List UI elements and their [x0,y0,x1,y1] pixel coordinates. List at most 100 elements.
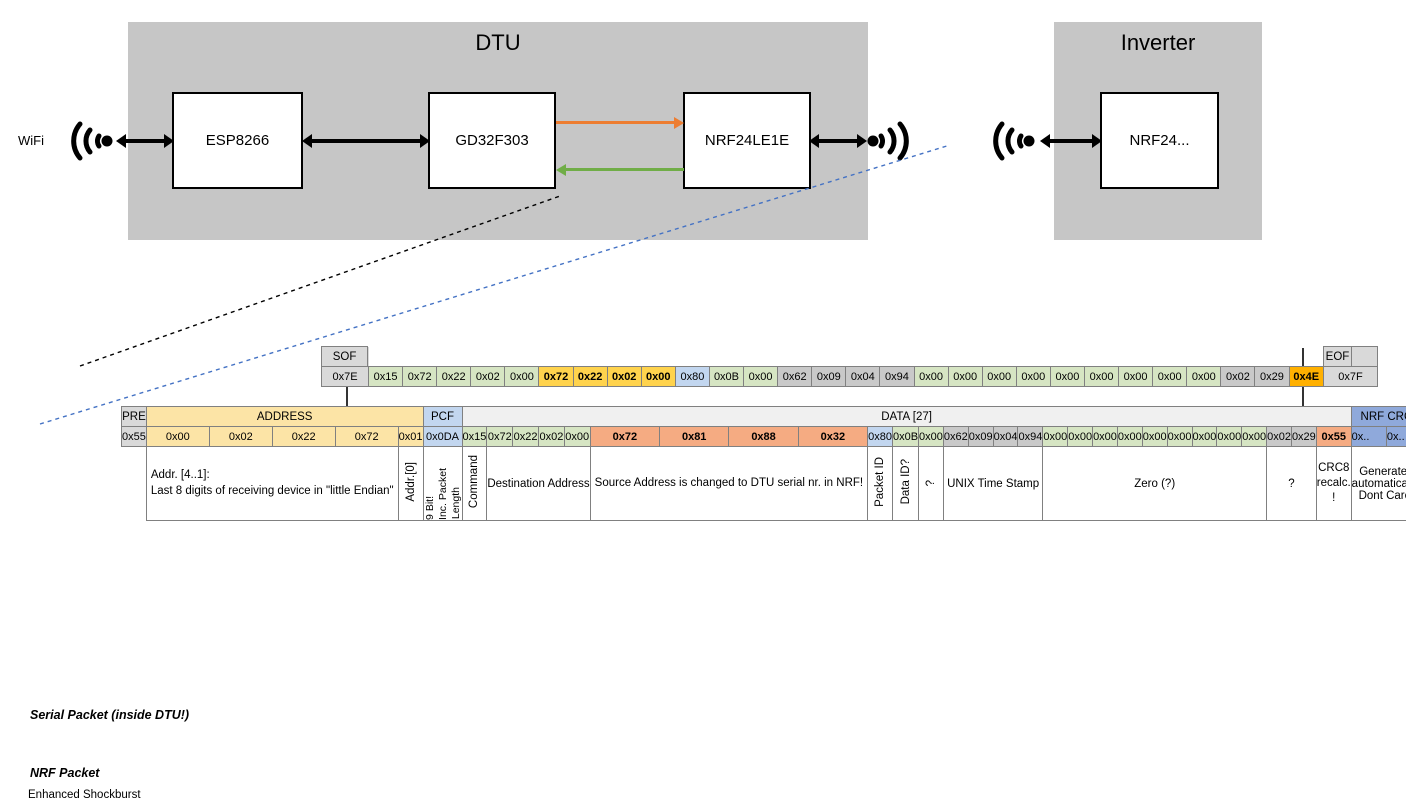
chip-esp8266-label: ESP8266 [206,132,269,149]
nrf-address-byte-3: 0x72 [335,427,398,447]
serial-packet-label: Serial Packet (inside DTU!) [30,708,189,722]
serial-byte-24: 0x00 [1187,367,1221,387]
arrow-esp8266-to-gd32f303 [302,134,430,148]
chip-nrf24-inverter-label: NRF24... [1129,132,1189,149]
ann-question: ? [1267,447,1317,521]
ann-pcf: 9 Bit! Inc. Packet Length [423,447,462,521]
nrf-data-byte-1: 0x72 [487,427,513,447]
serial-byte-6: 0x22 [573,367,607,387]
ann-pre-blank [122,447,147,521]
nrf-address-byte-2: 0x22 [272,427,335,447]
ann-address-note: Addr. [4..1]:Last 8 digits of receiving … [146,447,398,521]
serial-byte-4: 0x00 [505,367,539,387]
serial-byte-8: 0x00 [641,367,675,387]
ann-pcf-inc: Inc. Packet [437,468,449,520]
serial-byte-5: 0x72 [539,367,573,387]
ann-pcf-bit: 9 Bit! [424,496,436,520]
serial-eof-value: 0x7F [1324,367,1378,387]
ann-destination-address: Destination Address [487,447,590,521]
nrf-data-byte-11: 0x00 [919,427,944,447]
serial-sof-header: SOF [322,347,368,367]
serial-byte-13: 0x09 [812,367,846,387]
nrf-data-byte-5: 0x72 [590,427,659,447]
arrow-wifi-to-esp8266 [116,134,174,148]
nrf-data-byte-4: 0x00 [564,427,590,447]
serial-byte-14: 0x04 [846,367,880,387]
chip-esp8266: ESP8266 [172,92,303,189]
inverter-rf-antenna-icon [988,118,1036,164]
dtu-title: DTU [128,30,868,56]
serial-byte-10: 0x0B [709,367,743,387]
serial-byte-2: 0x22 [437,367,471,387]
nrf-crc-byte-0: 0x.. [1351,427,1386,447]
serial-sof-value: 0x7E [322,367,369,387]
nrf-packet-table: PRE ADDRESS PCF DATA [27] NRF CRC 0x55 0… [121,406,1406,521]
chip-gd32f303: GD32F303 [428,92,556,189]
serial-header-row: SOF EOF [322,347,1378,367]
nrf-address-byte-1: 0x02 [209,427,272,447]
nrf-header-row: PRE ADDRESS PCF DATA [27] NRF CRC [122,407,1406,427]
nrf-data-byte-3: 0x02 [538,427,564,447]
nrf-address-byte-4: 0x01 [398,427,423,447]
serial-byte-7: 0x02 [607,367,641,387]
chip-nrf24-inverter: NRF24... [1100,92,1219,189]
serial-byte-9: 0x80 [675,367,709,387]
serial-byte-25: 0x02 [1221,367,1255,387]
ann-data-id-text: Data ID? [900,459,912,504]
nrf-data-byte-23: 0x00 [1217,427,1242,447]
nrf-pre-value: 0x55 [122,427,147,447]
nrf-data-byte-0: 0x15 [462,427,487,447]
serial-byte-3: 0x02 [471,367,505,387]
ann-data-id: Data ID? [892,447,918,521]
serial-eof-header-spacer [1352,347,1378,367]
inverter-title: Inverter [1054,30,1262,56]
serial-byte-0: 0x15 [369,367,403,387]
serial-byte-26: 0x29 [1255,367,1289,387]
nrf-pcf-header: PCF [423,407,462,427]
serial-byte-18: 0x00 [982,367,1016,387]
nrf-data-byte-12: 0x62 [943,427,968,447]
chip-nrf24le1e-label: NRF24LE1E [705,132,789,149]
ann-addr0-text: Addr.[0] [405,462,417,502]
ann-generated: Generatedautomatically.Dont Care! [1351,447,1406,521]
serial-byte-22: 0x00 [1119,367,1153,387]
serial-byte-19: 0x00 [1016,367,1050,387]
wifi-antenna-icon [66,118,114,164]
nrf-data-byte-17: 0x00 [1068,427,1093,447]
nrf-data-byte-20: 0x00 [1142,427,1167,447]
chip-nrf24le1e: NRF24LE1E [683,92,811,189]
nrf-data-byte-25: 0x02 [1267,427,1292,447]
serial-byte-23: 0x00 [1153,367,1187,387]
serial-header-blank [369,347,1324,367]
nrf-data-byte-14: 0x04 [993,427,1018,447]
serial-byte-16: 0x00 [914,367,948,387]
nrf-data-byte-21: 0x00 [1167,427,1192,447]
serial-byte-1: 0x72 [403,367,437,387]
nrf-pcf-value: 0x0DA [423,427,462,447]
nrf-data-byte-18: 0x00 [1093,427,1118,447]
nrf-pre-header: PRE [122,407,147,427]
ann-packet-id: Packet ID [868,447,893,521]
nrf-data-byte-27: 0x55 [1316,427,1351,447]
nrf-address-header: ADDRESS [146,407,423,427]
nrf-data-byte-24: 0x00 [1242,427,1267,447]
ann-command-text: Command [468,455,480,508]
serial-byte-12: 0x62 [778,367,812,387]
chip-gd32f303-label: GD32F303 [455,132,528,149]
nrf-annotation-row: Addr. [4..1]:Last 8 digits of receiving … [122,447,1406,521]
nrf-crc-byte-1: 0x.. [1386,427,1406,447]
ann-zero: Zero (?) [1043,447,1267,521]
nrf-data-byte-6: 0x81 [660,427,729,447]
serial-byte-15: 0x94 [880,367,914,387]
arrow-gd32-to-nrf24le1e-tx [556,117,684,129]
nrf-packet-label: NRF Packet [30,766,99,780]
arrow-nrf24le1e-to-antenna [809,134,867,148]
nrf-data-header: DATA [27] [462,407,1351,427]
block-diagram: DTU Inverter ESP8266 GD32F303 NRF24LE1E … [0,0,1406,260]
nrf-data-byte-15: 0x94 [1018,427,1043,447]
nrf-address-byte-0: 0x00 [146,427,209,447]
serial-byte-27: 0x4E [1289,367,1323,387]
